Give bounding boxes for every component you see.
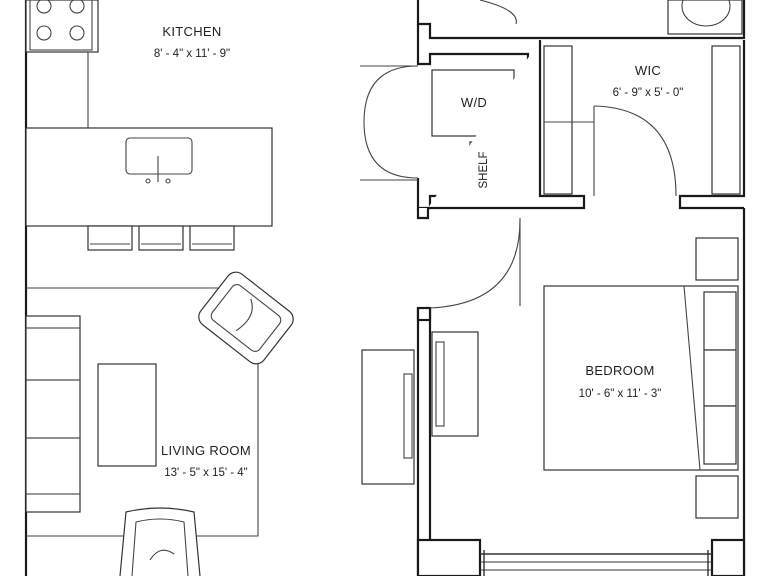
bedroom-label: BEDROOM — [585, 363, 654, 378]
shelf-label: SHELF — [478, 151, 490, 188]
kitchen-island — [25, 127, 273, 227]
wic-wall — [428, 40, 586, 210]
stove-burner-icon — [69, 25, 85, 41]
wic-label: WIC — [635, 63, 661, 78]
tv-console — [361, 349, 415, 485]
stove-burner-icon — [69, 0, 85, 14]
living-room-area: LIVING ROOM 13' - 5" x 15' - 4" — [25, 271, 294, 576]
bar-stools — [87, 225, 235, 251]
kitchen-area: KITCHEN 8' - 4" x 11' - 9" — [25, 0, 273, 251]
bar-stool — [87, 225, 133, 251]
bedroom-door-swing — [429, 219, 521, 309]
kitchen-dimensions: 8' - 4" x 11' - 9" — [154, 48, 230, 60]
wd-label: W/D — [461, 95, 487, 110]
wic-door-swing — [593, 105, 677, 197]
stove — [29, 0, 93, 51]
living-room-label: LIVING ROOM — [161, 443, 251, 458]
kitchen-label: KITCHEN — [162, 24, 221, 39]
faucet-knob-icon — [145, 178, 151, 184]
bedroom-window — [416, 538, 746, 576]
toilet-icon — [681, 0, 731, 27]
stove-burner-icon — [36, 0, 52, 14]
bathroom-vanity — [667, 0, 743, 35]
armchair — [119, 507, 201, 576]
bedroom-area — [431, 237, 739, 519]
sink-icon — [125, 137, 193, 175]
nightstand — [695, 237, 739, 281]
laundry-door-swing — [363, 121, 419, 179]
stove-burner-icon — [36, 25, 52, 41]
bathroom-door-swing — [479, 0, 517, 25]
pillow — [703, 291, 737, 351]
wic-dimensions: 6' - 9" x 5' - 0" — [613, 87, 684, 99]
wic-shelf — [711, 45, 741, 195]
coffee-table — [97, 363, 157, 467]
laundry-door-swing — [363, 65, 419, 123]
dresser — [431, 331, 479, 437]
armchair — [198, 271, 294, 365]
pillow — [703, 405, 737, 465]
bedroom-dimensions: 10' - 6" x 11' - 3" — [579, 388, 662, 400]
bar-stool — [189, 225, 235, 251]
bed-blanket-fold — [683, 285, 701, 471]
interior-walls — [360, 0, 746, 576]
sofa — [25, 315, 81, 513]
living-room-dimensions: 13' - 5" x 15' - 4" — [164, 467, 248, 479]
pillow — [703, 349, 737, 407]
wic-shelf — [543, 45, 573, 195]
bar-stool — [138, 225, 184, 251]
nightstand — [695, 475, 739, 519]
faucet-knob-icon — [165, 178, 171, 184]
tv — [403, 373, 413, 459]
